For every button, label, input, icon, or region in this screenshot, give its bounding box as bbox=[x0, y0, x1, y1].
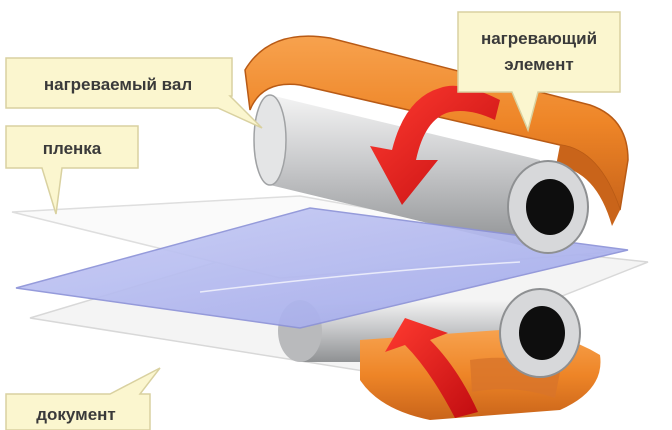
label-heating-element-line2: элемент bbox=[504, 55, 573, 74]
callout-document: документ bbox=[6, 368, 160, 430]
callout-film: пленка bbox=[6, 126, 138, 214]
label-document: документ bbox=[36, 405, 116, 424]
lower-roller-end bbox=[500, 289, 580, 377]
heated-roller-end bbox=[508, 161, 588, 253]
label-heating-element-line1: нагревающий bbox=[481, 29, 597, 48]
label-film: пленка bbox=[43, 139, 102, 158]
callout-heated-roller: нагреваемый вал bbox=[6, 58, 262, 128]
label-heated-roller: нагреваемый вал bbox=[44, 75, 192, 94]
